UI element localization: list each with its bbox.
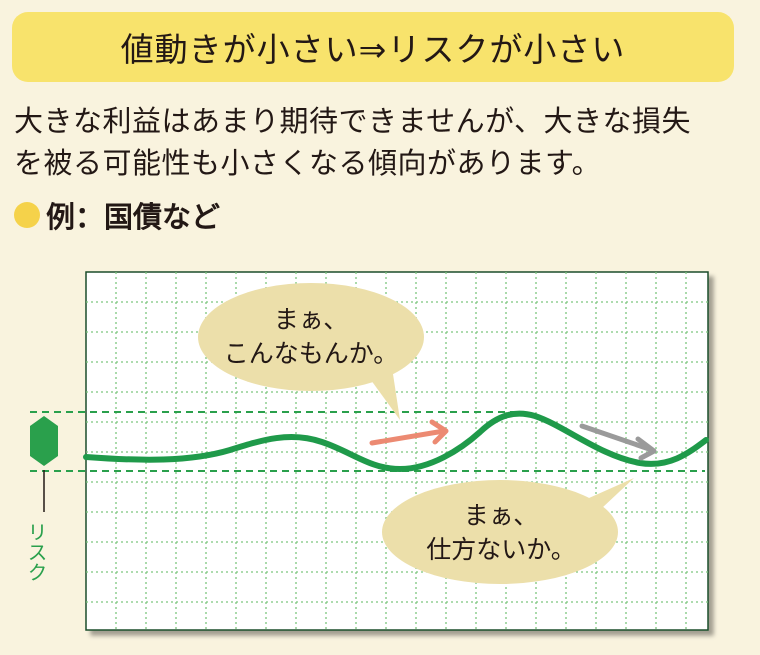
bubble-bottom-text: まぁ、 仕方ないか。 [388,499,614,567]
description-line-1: 大きな利益はあまり期待できませんが、大きな損失 [14,104,692,138]
risk-marker-icon [30,416,58,466]
down-arrow-icon [579,423,657,461]
description-line-2: を被る可能性も小さくなる傾向があります。 [14,146,602,180]
speech-bubble-bottom [382,478,634,584]
up-arrow-icon [369,419,449,446]
description: 大きな利益はあまり期待できませんが、大きな損失 を被る可能性も小さくなる傾向があ… [14,100,754,184]
bubble-top-text: まぁ、 こんなもんか。 [202,303,420,371]
risk-label: リスク [24,522,48,582]
bubble-top-line-1: まぁ、 [273,305,349,334]
price-line [83,410,709,473]
example-label: 例：国債など [46,200,221,234]
bubble-top-line-2: こんなもんか。 [223,339,399,368]
bubble-bottom-line-2: 仕方ないか。 [426,535,576,564]
page-title: 値動きが小さい⇒リスクが小さい [120,30,626,69]
title-banner: 値動きが小さい⇒リスクが小さい [12,12,734,82]
bubble-bottom-line-1: まぁ、 [463,501,539,530]
bullet-dot-icon [14,202,40,228]
speech-bubble-top [198,283,424,420]
example-row: 例：国債など [14,194,220,236]
